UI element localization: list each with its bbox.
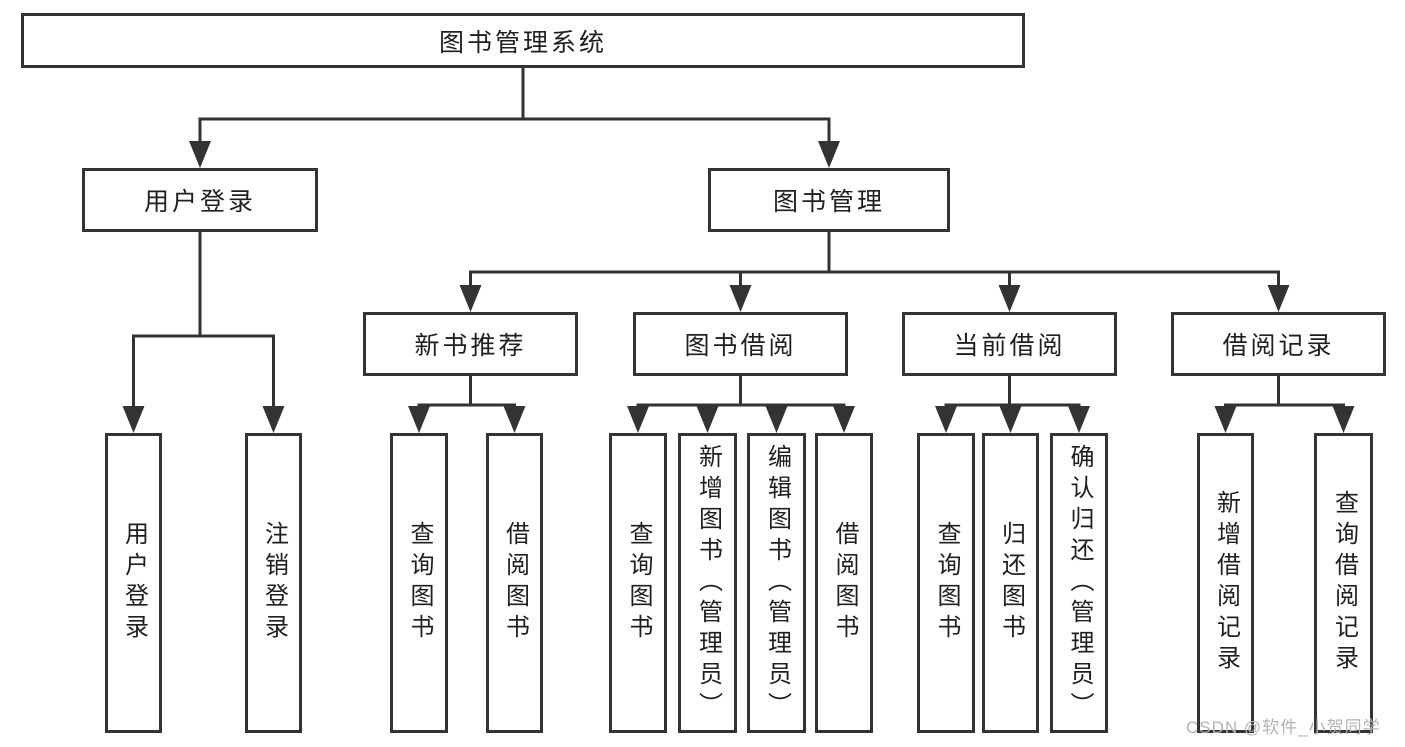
arrow-down-icon xyxy=(765,406,788,433)
leaf-user-login: 用户登录 xyxy=(105,433,162,733)
connector-borrow-record xyxy=(1224,376,1345,411)
arrow-down-icon xyxy=(408,406,430,433)
node-new-book-recommend: 新书推荐 xyxy=(363,312,578,376)
node-label: 查询图书 xyxy=(406,521,433,645)
node-label: 新书推荐 xyxy=(414,332,527,360)
leaf-edit-books-admin: 编辑图书（管理员） xyxy=(747,433,806,733)
leaf-borrow-books: 借阅图书 xyxy=(815,433,873,733)
csdn-watermark: CSDN @软件_小贺同学 xyxy=(1186,718,1381,737)
node-library-management-system: 图书管理系统 xyxy=(21,13,1025,68)
node-label: 图书借阅 xyxy=(684,332,797,360)
connector-current-borrow xyxy=(944,376,1081,411)
leaf-return-books: 归还图书 xyxy=(982,433,1039,733)
arrowheads xyxy=(122,141,1355,433)
node-label: 注销登录 xyxy=(260,521,288,645)
node-label: 借阅记录 xyxy=(1222,332,1335,360)
connector-book-borrow xyxy=(636,376,846,411)
leaf-confirm-return-admin: 确认归还（管理员） xyxy=(1050,433,1108,733)
arrow-down-icon xyxy=(1332,406,1355,433)
arrow-down-icon xyxy=(935,406,957,433)
arrow-down-icon xyxy=(189,141,211,168)
arrow-down-icon xyxy=(999,406,1022,433)
node-label: 用户登录 xyxy=(143,188,256,216)
arrow-down-icon xyxy=(998,285,1021,312)
node-label: 图书管理 xyxy=(772,188,885,216)
arrow-down-icon xyxy=(459,285,482,312)
node-label: 确认归还（管理员） xyxy=(1066,443,1093,723)
connector-root xyxy=(198,68,831,146)
leaf-add-borrow-record: 新增借阅记录 xyxy=(1197,433,1254,733)
node-book-borrow: 图书借阅 xyxy=(633,312,848,376)
node-current-borrow: 当前借阅 xyxy=(902,312,1117,376)
connector-new-book xyxy=(417,376,516,411)
leaf-borrow-books: 借阅图书 xyxy=(486,433,543,733)
node-label: 新增图书（管理员） xyxy=(694,443,722,723)
node-label: 归还图书 xyxy=(997,521,1025,645)
arrow-down-icon xyxy=(262,406,285,433)
node-borrow-record: 借阅记录 xyxy=(1171,312,1386,376)
node-label: 查询借阅记录 xyxy=(1330,490,1358,676)
node-label: 查询图书 xyxy=(933,521,960,645)
arrow-down-icon xyxy=(1068,406,1090,433)
arrow-down-icon xyxy=(503,406,526,433)
arrow-down-icon xyxy=(1267,285,1290,312)
leaf-query-books: 查询图书 xyxy=(609,433,667,733)
arrow-down-icon xyxy=(833,406,855,433)
node-label: 新增借阅记录 xyxy=(1212,490,1240,676)
leaf-logout: 注销登录 xyxy=(245,433,302,733)
arrow-down-icon xyxy=(696,406,719,433)
connector-book-management xyxy=(469,232,1280,290)
node-label: 编辑图书（管理员） xyxy=(763,443,791,723)
leaf-query-borrow-record: 查询借阅记录 xyxy=(1314,433,1373,733)
arrow-down-icon xyxy=(122,406,145,433)
arrow-down-icon xyxy=(729,285,752,312)
node-label: 图书管理系统 xyxy=(438,28,607,57)
arrow-down-icon xyxy=(627,406,649,433)
leaf-query-books: 查询图书 xyxy=(390,433,448,733)
leaf-query-books: 查询图书 xyxy=(917,433,975,733)
node-book-management: 图书管理 xyxy=(708,168,950,232)
arrow-down-icon xyxy=(818,141,840,168)
leaf-add-books-admin: 新增图书（管理员） xyxy=(678,433,737,733)
node-label: 借阅图书 xyxy=(501,521,529,645)
node-label: 当前借阅 xyxy=(953,332,1066,360)
node-label: 查询图书 xyxy=(625,521,652,645)
node-label: 用户登录 xyxy=(120,521,148,645)
connector-user-login xyxy=(132,232,275,411)
node-label: 借阅图书 xyxy=(831,521,858,645)
node-user-login: 用户登录 xyxy=(82,168,318,232)
arrow-down-icon xyxy=(1214,406,1237,433)
